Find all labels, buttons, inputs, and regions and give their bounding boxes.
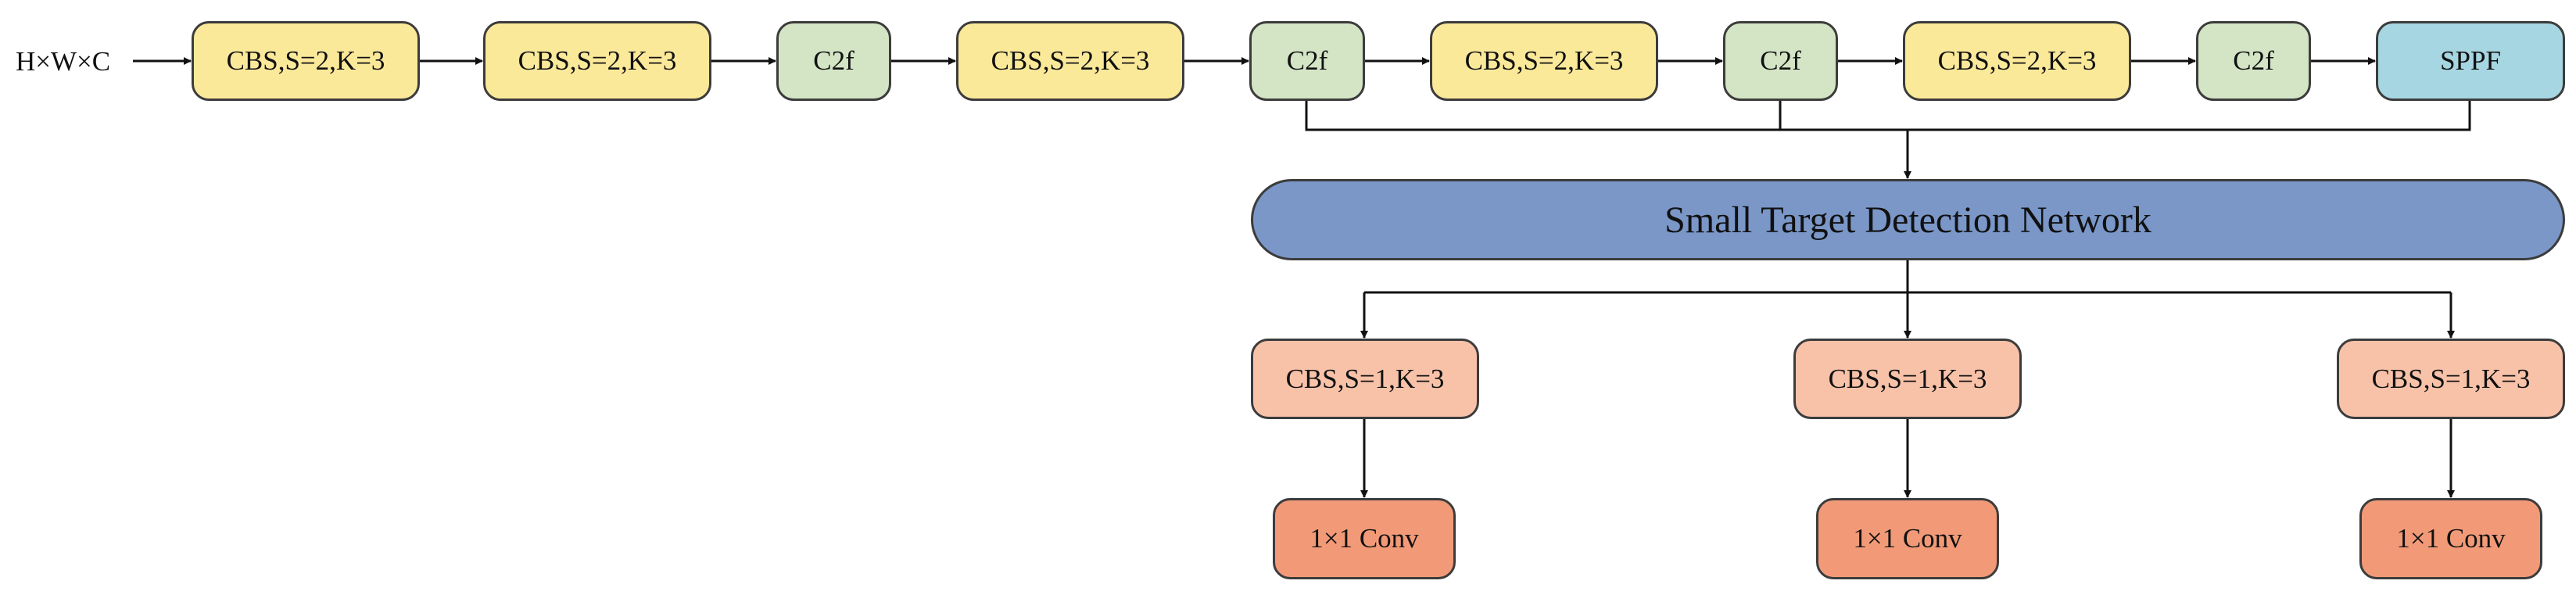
backbone-c2f-block-3: C2f (1723, 21, 1838, 101)
backbone-cbs-block-2: CBS,S=2,K=3 (483, 21, 711, 101)
backbone-cbs-block-1: CBS,S=2,K=3 (192, 21, 420, 101)
head-3-conv-block: 1×1 Conv (2359, 498, 2542, 579)
small-target-detection-network: Small Target Detection Network (1251, 179, 2565, 260)
backbone-sppf-block: SPPF (2376, 21, 2565, 101)
backbone-cbs-block-4: CBS,S=2,K=3 (1430, 21, 1658, 101)
backbone-c2f-block-4: C2f (2196, 21, 2311, 101)
backbone-c2f-block-2: C2f (1249, 21, 1365, 101)
backbone-cbs-block-5: CBS,S=2,K=3 (1903, 21, 2131, 101)
backbone-cbs-block-3: CBS,S=2,K=3 (956, 21, 1184, 101)
input-size-label: H×W×C (16, 46, 111, 77)
head-1-conv-block: 1×1 Conv (1273, 498, 1456, 579)
head-3-cbs-block: CBS,S=1,K=3 (2337, 339, 2565, 419)
head-2-cbs-block: CBS,S=1,K=3 (1793, 339, 2022, 419)
backbone-c2f-block-1: C2f (776, 21, 891, 101)
head-2-conv-block: 1×1 Conv (1816, 498, 1999, 579)
edge-tap-b5 (1305, 101, 2471, 131)
head-1-cbs-block: CBS,S=1,K=3 (1251, 339, 1479, 419)
